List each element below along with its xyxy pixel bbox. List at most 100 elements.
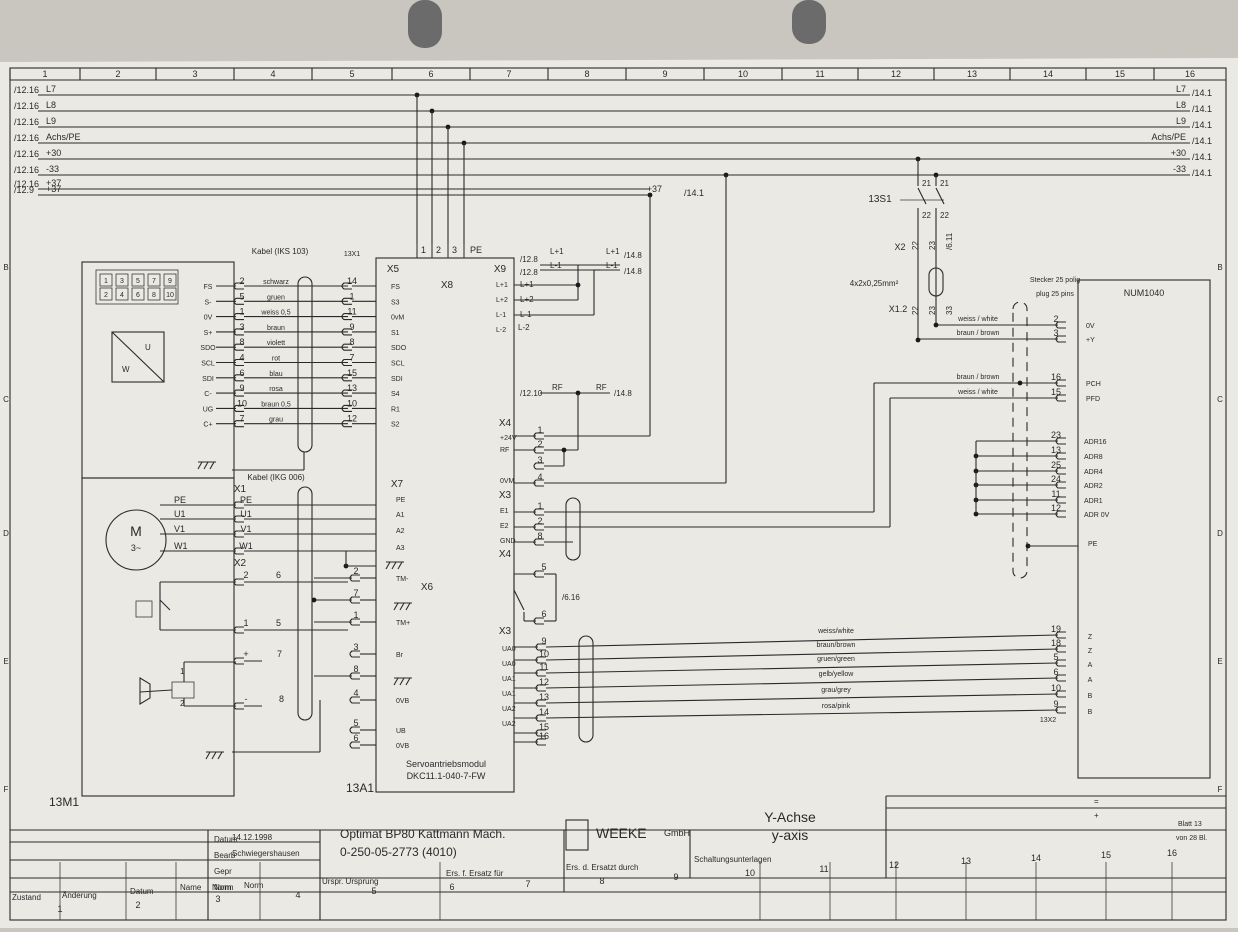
encoder-pin-symbol <box>233 389 244 397</box>
x4b-switch-contact <box>513 589 525 611</box>
x5-pin-number: 15 <box>347 368 357 378</box>
switch-x12-number: 22 <box>911 306 920 315</box>
encoder-pin-symbol <box>233 297 244 305</box>
encoder-pin-symbol <box>233 420 244 428</box>
x9-ref-left: /12.8 <box>520 268 538 277</box>
rail-label-right: L8 <box>1176 100 1186 110</box>
x5-signal-name: S2 <box>391 422 400 429</box>
grid-column-number: 10 <box>738 69 748 79</box>
switch-junction <box>915 337 921 343</box>
switch-x12-number: 23 <box>928 306 937 315</box>
x7-signal-name: PE <box>396 497 406 504</box>
tb-ersatz-fuer: Ers. f. Ersatz für <box>446 869 504 878</box>
drawing-frame <box>9 67 1227 921</box>
x5-signal-name: S4 <box>391 391 400 398</box>
x6-ground <box>393 677 399 686</box>
rail-ref-left: /12.16 <box>14 101 39 111</box>
x7-signal-name: A1 <box>396 512 405 519</box>
encoder-signal-name: S+ <box>204 330 213 337</box>
encoder-pin-symbol <box>233 358 244 367</box>
encoder-pin-symbol <box>233 374 244 382</box>
rail-label-left: L7 <box>46 84 56 94</box>
x3b-signal-name: UA0 <box>502 661 516 668</box>
tb-column-number: 5 <box>371 886 376 896</box>
switch-x12-number: 33 <box>945 306 954 315</box>
x6-signal-name: Br <box>396 652 404 659</box>
drive-x4b-label: X4 <box>499 549 512 560</box>
encoder-pin-number: 10 <box>237 398 247 408</box>
tb-column-number: 9 <box>673 872 678 882</box>
drive-module <box>375 257 515 793</box>
grid-column-number: 14 <box>1043 69 1053 79</box>
encoder-connector-pin <box>115 273 129 287</box>
cnc-enc-color: gruen/green <box>817 656 855 663</box>
encoder-signal-name: SDO <box>200 345 216 352</box>
motor-ground <box>205 751 211 760</box>
tb-column-number: 1 <box>57 904 62 914</box>
x6-pin-number: 3 <box>353 642 358 652</box>
encoder-connector-pin <box>163 273 177 287</box>
tb-column-number: 16 <box>1167 848 1177 858</box>
cnc-pe-label: PE <box>1088 541 1098 548</box>
x1-pin-symbol <box>233 501 244 509</box>
encoder-pin-symbol <box>233 282 244 290</box>
x3b-cable-shield <box>578 635 594 743</box>
cnc-enc-pin-number: 6 <box>1053 667 1058 677</box>
rail-label-right: Achs/PE <box>1151 132 1186 142</box>
motor-aux-wire-number: 5 <box>276 618 281 628</box>
encoder-converter-w: W <box>122 365 130 374</box>
x4-signal-name: RF <box>500 447 509 454</box>
encoder-pin-symbol <box>233 328 244 336</box>
encoder-signal-name: C- <box>204 391 212 398</box>
rail-ref-left: /12.16 <box>14 165 39 175</box>
cnc-adr-signal: ADR2 <box>1084 483 1103 490</box>
cnc-enc-signal: B <box>1088 709 1093 716</box>
encoder-pin-number: 6 <box>239 368 244 378</box>
tb-datum-label: Datum <box>214 835 238 844</box>
grid-column-number: 12 <box>891 69 901 79</box>
x3b-pin-number: 9 <box>541 636 546 646</box>
drive-ground <box>397 561 403 570</box>
switch-pin: 21 <box>940 179 949 188</box>
encoder-pin-number: 1 <box>239 307 244 317</box>
grid-row-letter: E <box>3 657 8 666</box>
x3b-pin-number: 14 <box>539 707 549 717</box>
motor-cable-label: Kabel (IKG 006) <box>247 473 305 482</box>
x9-ref-label: L-1 <box>550 261 562 270</box>
x6-pin-symbol <box>349 650 360 658</box>
x2-pin-number: + <box>243 649 248 659</box>
switch-cable-shield <box>928 267 944 297</box>
tb-project: Optimat BP80 Kattmann Mach. <box>340 827 505 841</box>
encoder-signal-name: S- <box>205 299 213 306</box>
tb-column-number: 7 <box>525 879 530 889</box>
x6-pin-number: 6 <box>353 733 358 743</box>
switch-x12: X1.2 <box>889 304 908 314</box>
drive-x8-label: X8 <box>441 280 454 291</box>
rail-ref-left: /12.9 <box>14 185 34 195</box>
tb-von: von 28 Bl. <box>1176 835 1207 842</box>
cnc-enc-signal: Z <box>1088 634 1093 641</box>
motor-phase-label: U1 <box>174 509 186 519</box>
motor-x2-label: X2 <box>234 558 247 569</box>
x9-ref-right: /14.8 <box>624 251 642 260</box>
tb-column-number: 8 <box>599 876 604 886</box>
grid-column-number: 8 <box>584 69 589 79</box>
x5-signal-name: SCL <box>391 361 405 368</box>
encoder-wire-color: braun <box>267 325 285 332</box>
tb-ersatz-durch: Ers. d. Ersatzt durch <box>566 863 638 872</box>
drive-ground <box>385 561 391 570</box>
encoder-pin-number: 2 <box>239 276 244 286</box>
x6-pin-number: 4 <box>353 688 358 698</box>
grid-column-number: 9 <box>662 69 667 79</box>
drive-module-name: Servoantriebsmodul <box>406 759 486 769</box>
x6-signal-name: TM- <box>396 576 409 583</box>
x9-signal-name: L-2 <box>496 327 506 334</box>
motor-m-sub: 3~ <box>131 543 141 553</box>
motor-aux-wire-number: 8 <box>279 694 284 704</box>
drive-x7-label: X7 <box>391 479 404 490</box>
rail-label-right: L9 <box>1176 116 1186 126</box>
x9-signal-name: L+2 <box>496 297 508 304</box>
x6-pin-number: 2 <box>353 566 358 576</box>
x3-signal-name: GND <box>500 538 516 545</box>
